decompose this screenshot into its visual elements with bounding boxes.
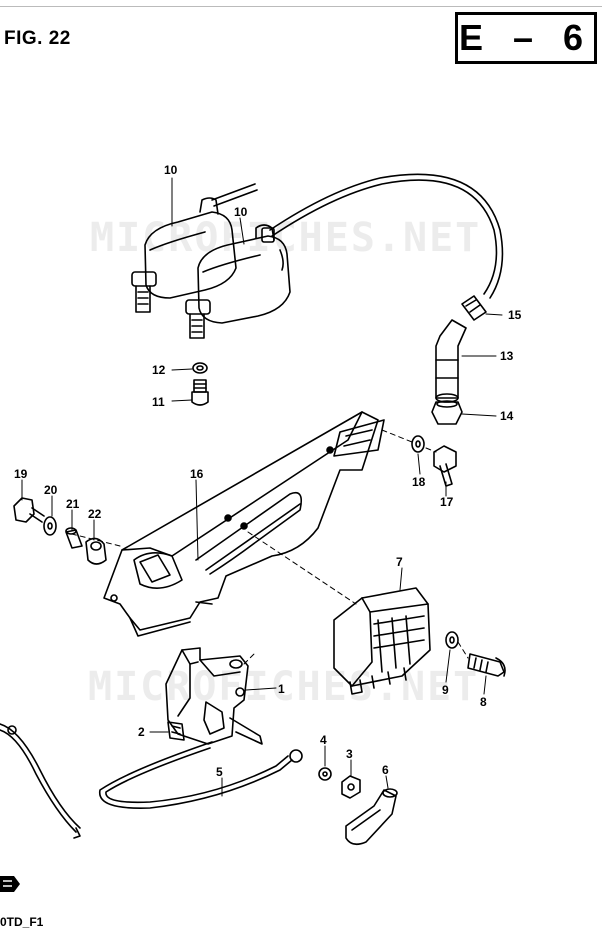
- callout-13: 13: [500, 349, 514, 363]
- corner-logo-icon: [0, 876, 20, 892]
- callout-17: 17: [440, 495, 454, 509]
- starter-relay-part-1: [165, 647, 263, 745]
- cushion-part-22: [85, 537, 107, 565]
- callout-19: 19: [14, 467, 28, 481]
- high-tension-lead: [269, 173, 504, 299]
- callout-10: 10: [234, 205, 248, 219]
- collar-part-21: [65, 527, 83, 549]
- watermark-bottom: MICROFICHES.NET: [88, 664, 480, 710]
- regulator-rectifier-part-7: [333, 587, 431, 695]
- callout-3: 3: [346, 747, 353, 761]
- callout-6: 6: [382, 763, 389, 777]
- ignition-coil-front: [185, 224, 291, 339]
- callout-16: 16: [190, 467, 204, 481]
- callout-20: 20: [44, 483, 58, 497]
- callout-21: 21: [66, 497, 80, 511]
- battery-cable-part-5: [0, 723, 303, 839]
- callout-12: 12: [152, 363, 166, 377]
- section-code-box: E – 6: [455, 12, 597, 64]
- callout-2: 2: [138, 725, 145, 739]
- section-code: E – 6: [458, 17, 594, 58]
- callout-9: 9: [442, 683, 449, 697]
- plug-boot-part-13: [435, 319, 467, 403]
- washer-part-4: [318, 767, 332, 781]
- mounting-guide-lines: [71, 429, 469, 665]
- bolt-part-17: [433, 445, 457, 487]
- screw-part-8: [467, 653, 506, 677]
- callout-8: 8: [480, 695, 487, 709]
- callout-4: 4: [320, 733, 327, 747]
- callout-14: 14: [500, 409, 514, 423]
- callout-22: 22: [88, 507, 102, 521]
- washer-part-20: [43, 516, 57, 536]
- washer-part-12: [192, 362, 208, 374]
- terminal-cover-part-6: [345, 788, 398, 846]
- footer-code: 0TD_F1: [0, 915, 44, 929]
- callout-11: 11: [152, 395, 165, 409]
- callout-10: 10: [164, 163, 178, 177]
- ignition-coil-rear: [131, 183, 258, 313]
- nut-part-3: [341, 775, 361, 799]
- washer-part-18: [411, 435, 425, 453]
- callout-18: 18: [412, 475, 426, 489]
- plug-cap-part-15: [461, 295, 487, 321]
- figure-label: FIG. 22: [4, 28, 71, 49]
- watermark-top: MICROFICHES.NET: [90, 215, 482, 261]
- bolt-part-2: [167, 721, 185, 741]
- seal-part-14: [431, 400, 463, 425]
- bolt-part-19: [13, 497, 45, 523]
- leader-lines: [21, 177, 503, 797]
- washer-part-9: [445, 631, 459, 649]
- callout-5: 5: [216, 765, 223, 779]
- callout-7: 7: [396, 555, 403, 569]
- callout-15: 15: [508, 308, 522, 322]
- bolt-part-11: [191, 379, 209, 406]
- callout-1: 1: [278, 682, 285, 696]
- bracket-part-16: [103, 411, 385, 637]
- top-rule: [0, 6, 602, 7]
